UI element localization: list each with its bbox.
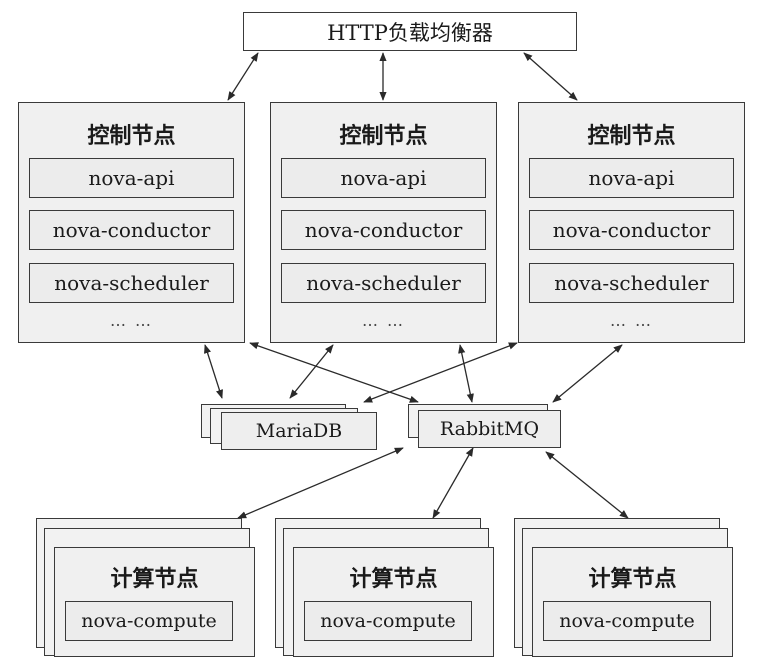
- arrow-rabbitmq-compute-2: [432, 447, 474, 519]
- service-nova-conductor: nova-conductor: [281, 210, 486, 250]
- arrow-lb-ctrl-3: [523, 52, 578, 101]
- service-nova-compute: nova-compute: [543, 601, 711, 641]
- http-load-balancer: HTTP负载均衡器: [243, 12, 577, 51]
- arrow-rabbitmq-compute-1: [237, 447, 404, 519]
- rabbitmq-label: RabbitMQ: [439, 418, 540, 440]
- controller-node-1: 控制节点 nova-api nova-conductor nova-schedu…: [18, 102, 245, 343]
- compute-node-title: 计算节点: [588, 566, 677, 592]
- compute-node-title: 计算节点: [349, 566, 438, 592]
- mariadb-box: MariaDB: [221, 412, 377, 450]
- ellipsis: … …: [109, 311, 154, 330]
- service-nova-scheduler: nova-scheduler: [281, 263, 486, 303]
- service-nova-compute: nova-compute: [304, 601, 472, 641]
- compute-node-2: 计算节点 nova-compute: [293, 547, 494, 657]
- ellipsis: … …: [609, 311, 654, 330]
- service-nova-compute: nova-compute: [65, 601, 233, 641]
- arrow-lb-ctrl-1: [227, 52, 259, 101]
- service-nova-api: nova-api: [529, 158, 734, 198]
- service-nova-api: nova-api: [29, 158, 234, 198]
- controller-node-2: 控制节点 nova-api nova-conductor nova-schedu…: [270, 102, 497, 343]
- compute-node-1: 计算节点 nova-compute: [54, 547, 255, 657]
- arrow-ctrl2-rabbitmq: [458, 344, 474, 403]
- arrow-ctrl1-rabbitmq: [249, 342, 419, 403]
- service-nova-scheduler: nova-scheduler: [529, 263, 734, 303]
- compute-node-title: 计算节点: [110, 566, 199, 592]
- controller-node-title: 控制节点: [87, 123, 176, 149]
- arrow-ctrl2-mariadb: [289, 344, 334, 399]
- load-balancer-label: HTTP负载均衡器: [327, 20, 493, 45]
- service-nova-scheduler: nova-scheduler: [29, 263, 234, 303]
- arrow-ctrl1-mariadb: [204, 344, 223, 399]
- arrow-ctrl3-rabbitmq: [552, 344, 623, 403]
- arrow-ctrl3-mariadb: [363, 342, 518, 403]
- mariadb-label: MariaDB: [255, 420, 343, 442]
- service-nova-conductor: nova-conductor: [529, 210, 734, 250]
- controller-node-title: 控制节点: [339, 123, 428, 149]
- service-nova-conductor: nova-conductor: [29, 210, 234, 250]
- compute-node-3: 计算节点 nova-compute: [532, 547, 733, 657]
- service-nova-api: nova-api: [281, 158, 486, 198]
- ellipsis: … …: [361, 311, 406, 330]
- arrow-rabbitmq-compute-3: [545, 451, 629, 519]
- controller-node-title: 控制节点: [587, 123, 676, 149]
- rabbitmq-box: RabbitMQ: [418, 410, 561, 448]
- controller-node-3: 控制节点 nova-api nova-conductor nova-schedu…: [518, 102, 745, 343]
